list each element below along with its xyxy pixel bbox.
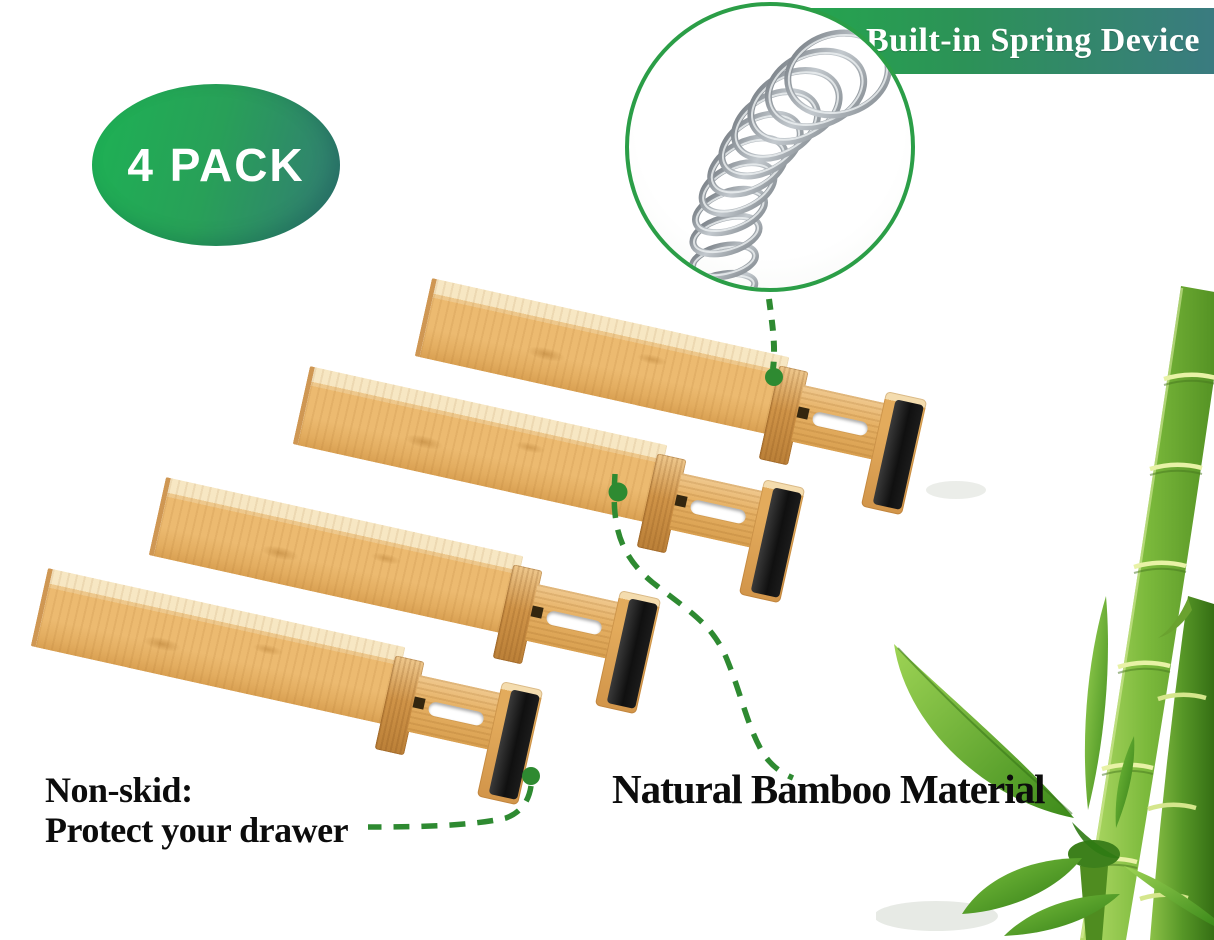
leaf-sheath [1072,822,1120,859]
nonskid-label: Non-skid: Protect your drawer [45,770,349,851]
bamboo-leaf [1004,894,1120,936]
natural-connector-line [611,473,795,781]
leaf-junction [1068,840,1120,868]
connector-dot-natural [608,482,628,502]
stalk-sheath [1158,598,1192,638]
spring-coil-icon [689,29,892,288]
nonskid-line1: Non-skid: [45,770,193,810]
natural-material-label: Natural Bamboo Material [612,766,1045,812]
bamboo-stalk [1150,596,1214,940]
spring-connector-line [766,298,778,370]
banner-label: Built-in Spring Device [866,22,1201,59]
bamboo-leaf [962,858,1082,914]
connector-dot-spring [765,368,783,386]
spring-detail-inset [625,2,915,292]
nonskid-line2: Protect your drawer [45,810,349,851]
pack-count-badge: 4 PACK [92,84,340,246]
bamboo-plant-illustration [876,286,1214,940]
pack-count-label: 4 PACK [127,139,305,191]
bamboo-leaf [1124,866,1214,926]
nonskid-connector-line [367,785,534,830]
bamboo-stalk [1080,286,1214,940]
connector-dot-nonskid [522,767,540,785]
leaf-vein [897,647,1073,815]
leaf-shadow [926,481,986,499]
bamboo-leaf [1115,736,1135,828]
bamboo-leaf [1084,596,1108,810]
